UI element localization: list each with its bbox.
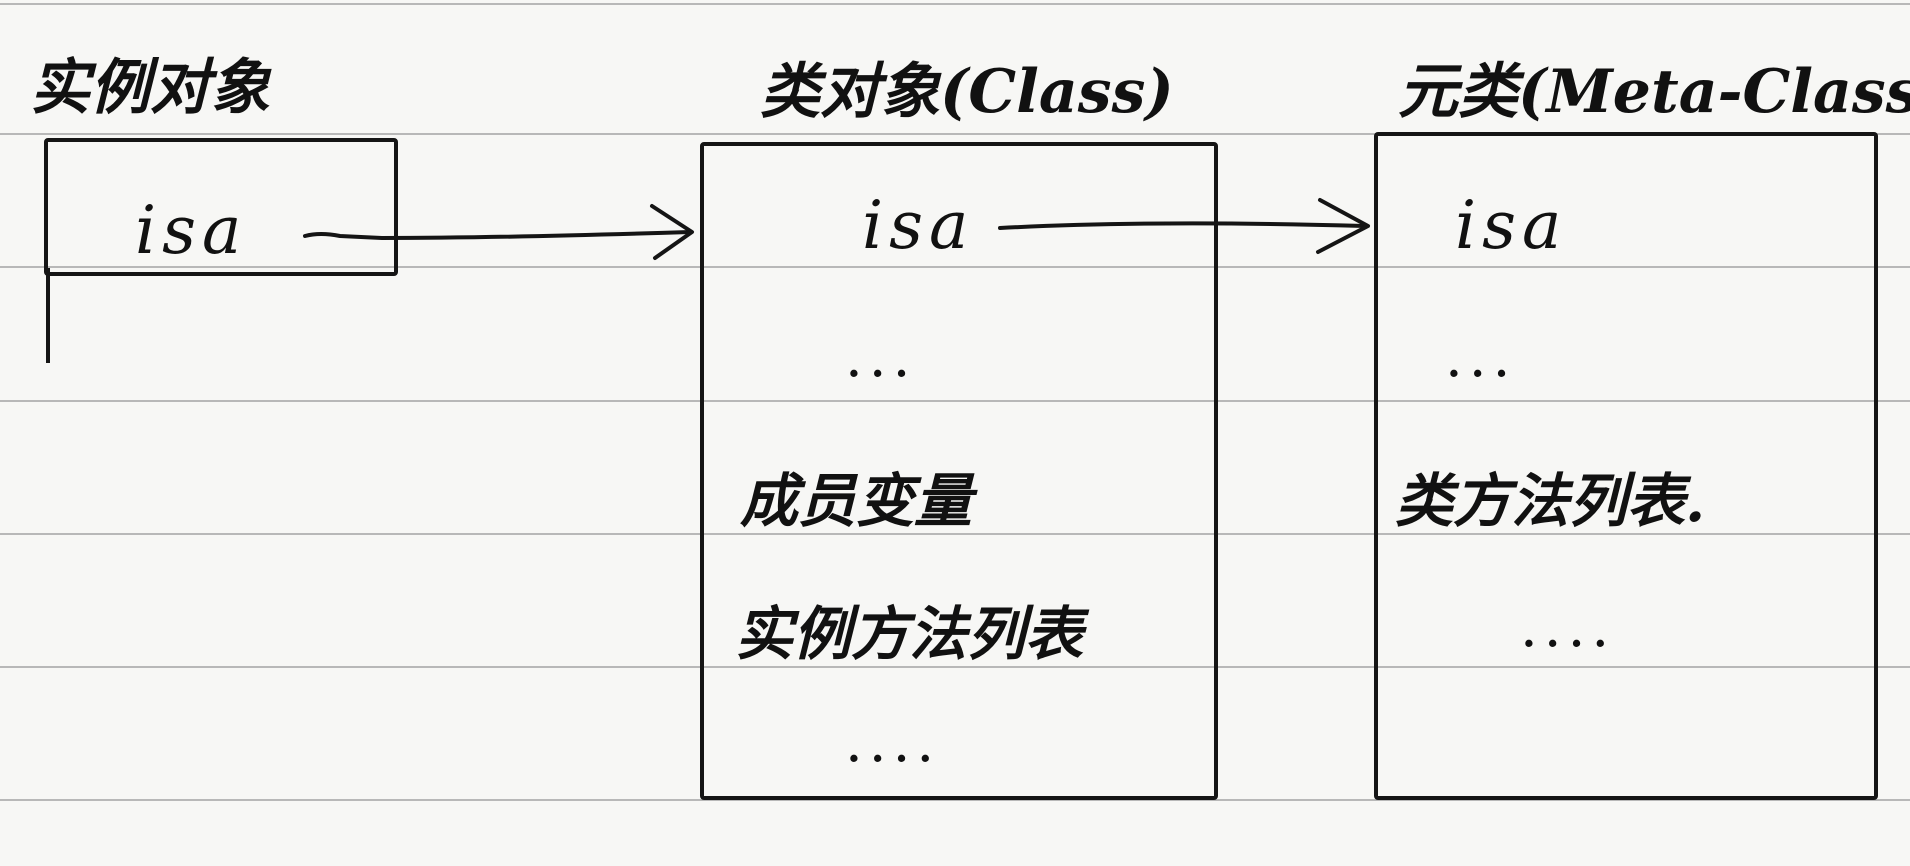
meta-class-title: 元类(Meta-Class): [1398, 57, 1910, 127]
meta-ellipsis-top: ...: [1445, 325, 1517, 390]
meta-class-methods: 类方法列表.: [1395, 467, 1706, 535]
ruled-line: [0, 799, 1910, 801]
ruled-line: [0, 533, 1910, 535]
ruled-line: [0, 666, 1910, 668]
class-ellipsis-top: ...: [845, 325, 917, 390]
class-ellipsis-bottom: ....: [845, 710, 941, 775]
class-instance-methods: 实例方法列表: [735, 600, 1084, 668]
arrowhead-class-to-meta: [1316, 198, 1370, 254]
meta-class-box: [1374, 132, 1878, 800]
arrowhead-instance-to-class: [650, 204, 694, 260]
ruled-line: [0, 133, 1910, 135]
instance-box-tail: [46, 268, 50, 363]
instance-isa-label: isa: [135, 192, 248, 269]
ruled-line: [0, 266, 1910, 268]
meta-ellipsis-bottom: ....: [1520, 595, 1616, 660]
class-object-title: 类对象(Class): [760, 57, 1174, 127]
ruled-line: [0, 3, 1910, 5]
meta-isa-label: isa: [1455, 187, 1568, 264]
instance-object-box: [44, 138, 398, 276]
class-member-vars: 成员变量: [740, 467, 973, 535]
ruled-line: [0, 400, 1910, 402]
instance-object-title: 实例对象: [30, 53, 270, 123]
class-isa-label: isa: [862, 187, 975, 264]
class-object-box: [700, 142, 1218, 800]
